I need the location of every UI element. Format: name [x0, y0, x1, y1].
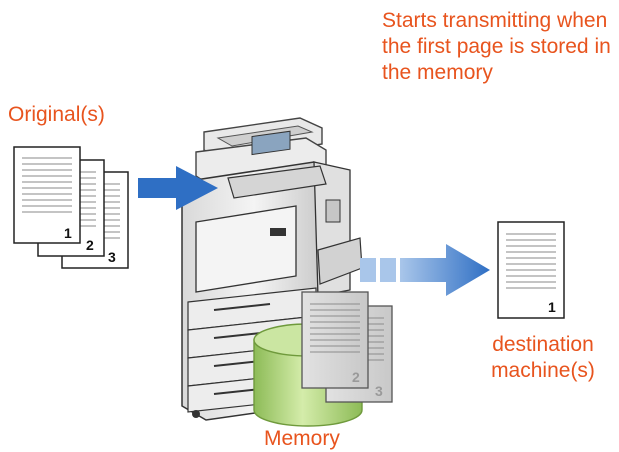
original-documents: 3 2 1 [13, 146, 129, 269]
output-arrow-icon [360, 244, 490, 296]
stored-page-2: 2 [301, 291, 369, 389]
originals-label: Original(s) [8, 103, 105, 126]
stored-page-3-number: 3 [375, 383, 383, 399]
input-arrow-icon [138, 166, 218, 210]
received-page: 1 [497, 221, 565, 319]
stored-page-2-number: 2 [352, 369, 360, 385]
original-page-2-number: 2 [86, 237, 94, 253]
original-page-1: 1 [13, 146, 81, 244]
original-page-3-number: 3 [108, 249, 116, 265]
original-page-1-number: 1 [64, 225, 72, 241]
memory-label: Memory [264, 427, 340, 450]
transmission-note: Starts transmitting when the first page … [382, 9, 611, 84]
received-page-number: 1 [548, 299, 556, 315]
stored-documents: 3 2 [301, 291, 393, 403]
destination-label: destination machine(s) [491, 333, 595, 382]
